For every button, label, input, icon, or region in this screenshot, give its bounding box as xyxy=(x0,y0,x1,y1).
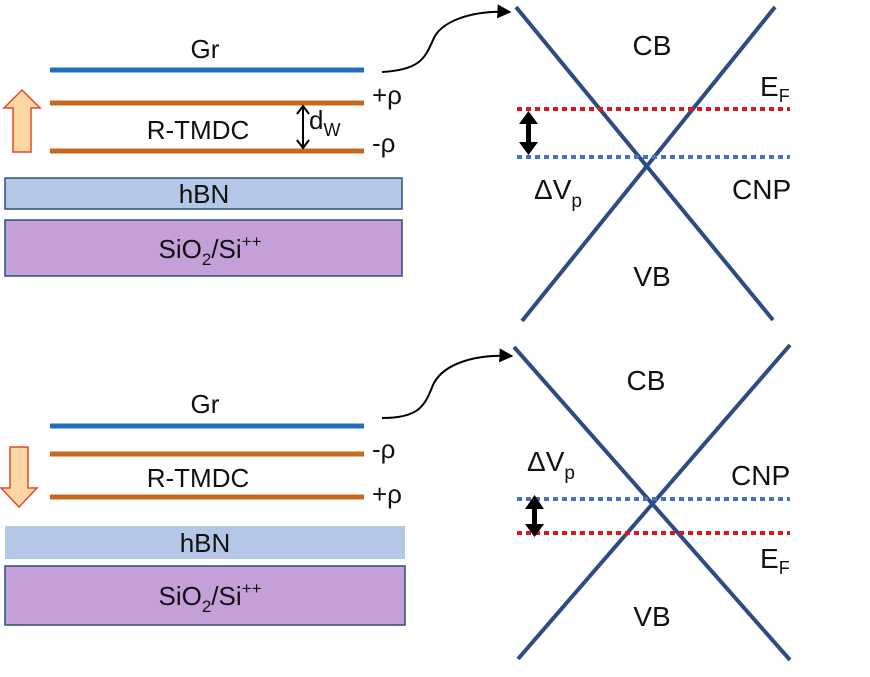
panel-bottom: Gr R-TMDC -ρ +ρ hBN SiO2/Si++ CB VB CNP … xyxy=(0,343,792,662)
cnp-label: CNP xyxy=(731,460,790,491)
fermi-level-label: EF xyxy=(760,543,790,578)
hbn-label: hBN xyxy=(180,528,231,558)
dirac-cone-line-right xyxy=(520,5,777,323)
hbn-label: hBN xyxy=(179,179,230,209)
panel-top: Gr R-TMDC +ρ -ρ dW hBN SiO2/Si++ xyxy=(2,4,791,323)
gr-label: Gr xyxy=(191,389,220,419)
vb-label: VB xyxy=(633,601,670,632)
connector-arrow xyxy=(381,348,514,419)
potential-shift-label: ΔVp xyxy=(534,174,582,212)
spacing-label: dW xyxy=(309,105,340,140)
cb-label: CB xyxy=(627,365,666,396)
top-charge-label: +ρ xyxy=(372,80,402,110)
cb-label: CB xyxy=(633,30,672,61)
tmdc-label: R-TMDC xyxy=(147,463,250,493)
substrate-layer xyxy=(4,219,403,277)
fermi-level-label: EF xyxy=(760,71,790,106)
substrate-label: SiO2/Si++ xyxy=(158,579,261,616)
top-charge-label: -ρ xyxy=(372,434,395,464)
potential-shift-arrow xyxy=(519,111,538,155)
bottom-charge-label: -ρ xyxy=(372,128,395,158)
hbn-layer xyxy=(5,526,405,559)
potential-shift-arrow xyxy=(525,495,544,537)
polarization-down-arrow xyxy=(0,446,39,509)
polarization-up-arrow xyxy=(2,88,42,153)
bottom-charge-label: +ρ xyxy=(372,479,402,509)
vb-label: VB xyxy=(633,261,670,292)
hbn-layer xyxy=(4,177,403,210)
tmdc-label: R-TMDC xyxy=(147,115,250,145)
dirac-cone-line-left xyxy=(514,5,775,322)
substrate-layer xyxy=(4,565,406,626)
interlayer-spacing-arrow xyxy=(296,104,310,150)
gr-label: Gr xyxy=(191,34,220,64)
substrate-label: SiO2/Si++ xyxy=(158,232,261,269)
dirac-cone-line-right xyxy=(516,343,792,661)
connector-arrow xyxy=(381,4,512,73)
potential-shift-label: ΔVp xyxy=(527,446,575,484)
cnp-label: CNP xyxy=(732,174,791,205)
